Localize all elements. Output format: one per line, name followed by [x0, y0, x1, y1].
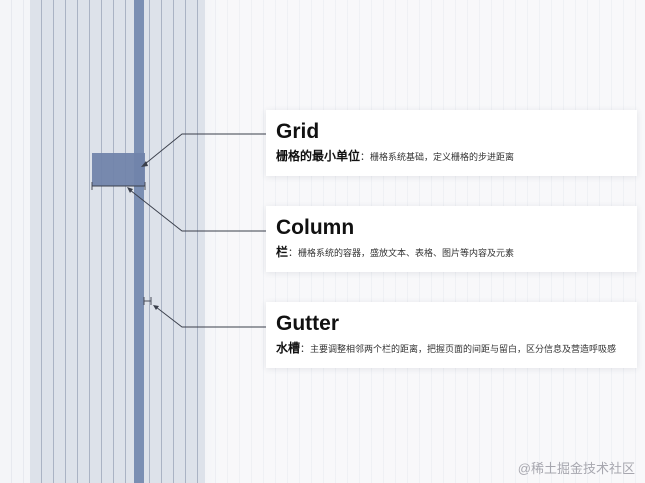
grid-card-title: Grid	[276, 120, 320, 143]
grid-definition-card: Grid 栅格的最小单位：栅格系统基础，定义栅格的步进距离	[266, 110, 637, 176]
column-card-separator: ：	[288, 248, 299, 259]
grid-card-detail: 栅格系统基础，定义栅格的步进距离	[370, 152, 515, 162]
grid-card-description: 栅格的最小单位：栅格系统基础，定义栅格的步进距离	[276, 148, 637, 166]
gutter-card-separator: ：	[300, 344, 311, 355]
gutter-card-title: Gutter	[276, 312, 339, 335]
gutter-pointer-arrowhead	[153, 305, 159, 310]
column-pointer-line	[129, 189, 266, 232]
grid-pointer-line	[144, 133, 266, 165]
column-pointer-arrowhead	[127, 187, 133, 193]
grid-card-term: 栅格的最小单位	[276, 149, 361, 163]
column-definition-card: Column 栏：栅格系统的容器，盛放文本、表格、图片等内容及元素	[266, 206, 637, 272]
grid-band	[30, 0, 205, 483]
column-card-title: Column	[276, 216, 355, 239]
column-card-description: 栏：栅格系统的容器，盛放文本、表格、图片等内容及元素	[276, 244, 637, 262]
gutter-card-detail: 主要调整相邻两个栏的距离，把握页面的间距与留白，区分信息及营造呼吸感	[310, 344, 617, 354]
grid-cell-highlight	[92, 153, 145, 186]
column-highlight	[134, 0, 144, 483]
gutter-card-description: 水槽：主要调整相邻两个栏的距离，把握页面的间距与留白，区分信息及营造呼吸感	[276, 340, 637, 358]
column-card-detail: 栅格系统的容器，盛放文本、表格、图片等内容及元素	[298, 248, 515, 258]
gutter-pointer-line	[155, 306, 266, 328]
gutter-card-term: 水槽	[276, 341, 301, 355]
gutter-definition-card: Gutter 水槽：主要调整相邻两个栏的距离，把握页面的间距与留白，区分信息及营…	[266, 302, 637, 368]
watermark: @稀土掘金技术社区	[517, 461, 635, 476]
column-card-term: 栏	[276, 245, 289, 259]
grid-card-separator: ：	[360, 152, 371, 163]
grid-pointer-arrowhead	[141, 161, 148, 167]
